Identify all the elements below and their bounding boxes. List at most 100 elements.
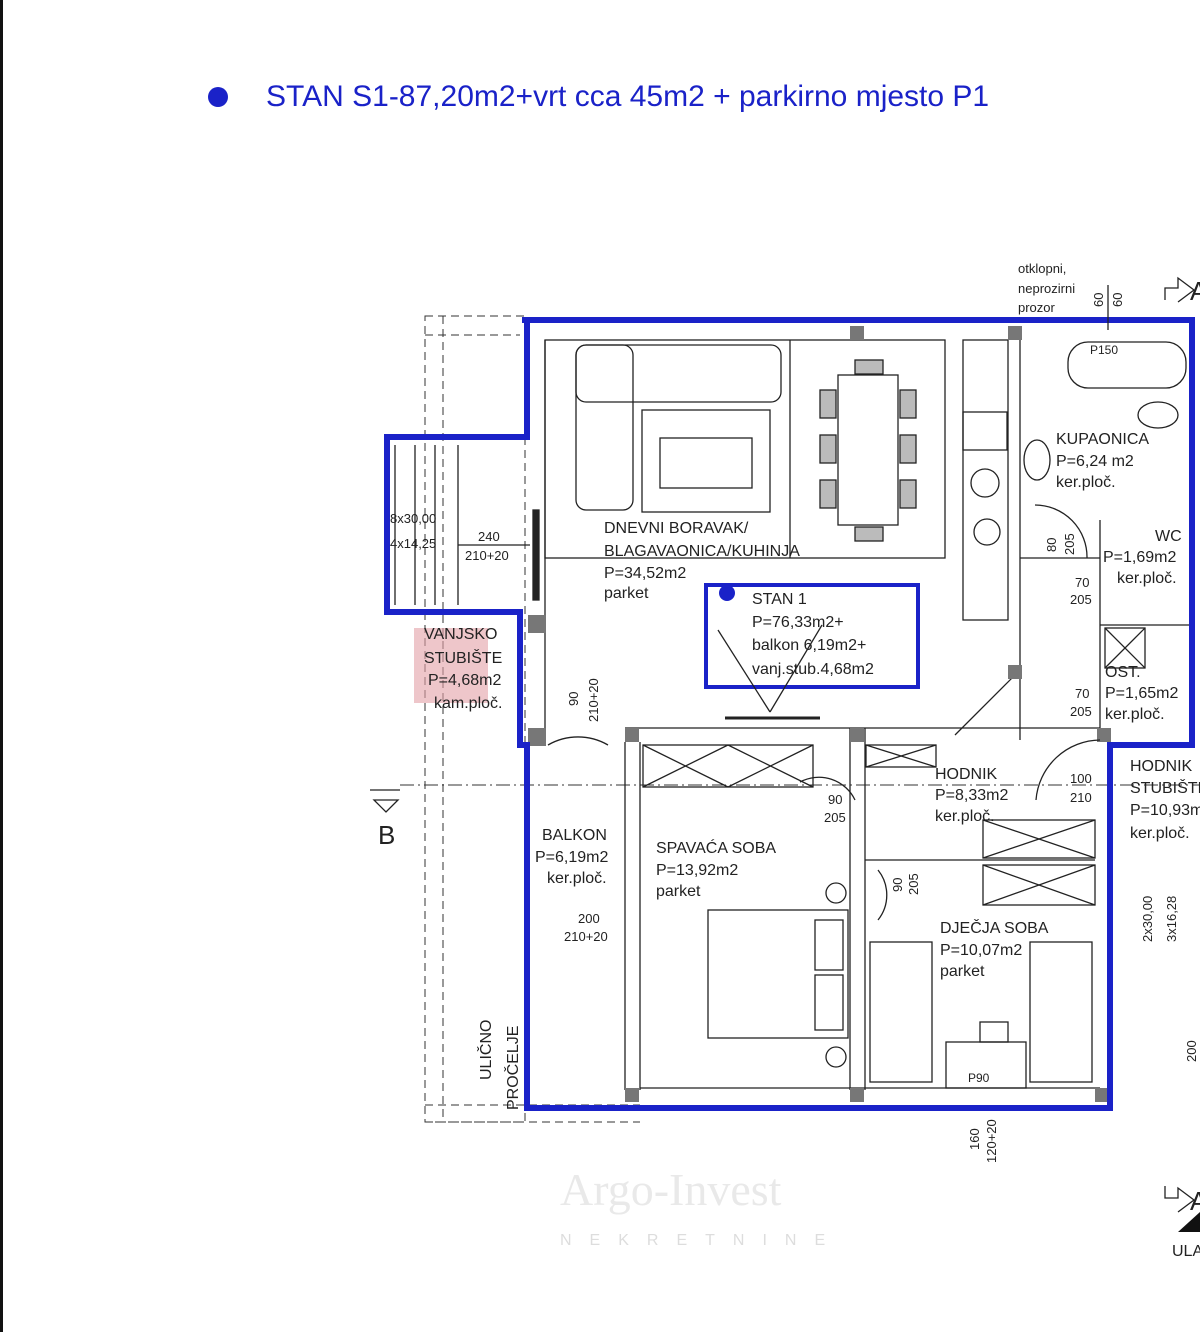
svg-text:P=13,92m2: P=13,92m2	[656, 862, 738, 879]
svg-text:70: 70	[1075, 686, 1089, 701]
kids-bed-left	[869, 941, 933, 1083]
svg-text:P=34,52m2: P=34,52m2	[604, 565, 686, 582]
svg-text:210+20: 210+20	[564, 929, 608, 944]
stan-box-text: STAN 1 P=76,33m2+ balkon 6,19m2+ vanj.st…	[752, 591, 874, 678]
svg-text:A: A	[1190, 1186, 1200, 1216]
svg-text:neprozirni: neprozirni	[1018, 281, 1075, 296]
section-mark-a-top: A	[1164, 276, 1200, 306]
svg-text:ker.ploč.: ker.ploč.	[935, 808, 995, 825]
interior-walls	[528, 326, 1190, 1102]
stove	[962, 411, 1008, 451]
svg-text:parket: parket	[604, 585, 649, 602]
svg-text:100: 100	[1070, 771, 1092, 786]
svg-text:DJEČJA SOBA: DJEČJA SOBA	[940, 918, 1049, 937]
svg-text:60: 60	[1110, 293, 1125, 307]
toilet	[1137, 401, 1179, 429]
svg-text:P=1,69m2: P=1,69m2	[1103, 549, 1176, 566]
svg-text:WC: WC	[1155, 528, 1182, 545]
svg-text:90: 90	[566, 692, 581, 706]
svg-text:ker.ploč.: ker.ploč.	[1117, 570, 1177, 587]
svg-text:P90: P90	[968, 1071, 990, 1085]
svg-text:ker.ploč.: ker.ploč.	[1056, 474, 1116, 491]
svg-text:ULIČNO: ULIČNO	[476, 1020, 495, 1080]
svg-text:8x30,00: 8x30,00	[390, 511, 436, 526]
svg-text:SPAVAĆA SOBA: SPAVAĆA SOBA	[656, 838, 776, 857]
room-storage: OST. P=1,65m2 ker.ploč.	[1105, 664, 1178, 723]
svg-text:parket: parket	[940, 963, 985, 980]
room-wc: WC P=1,69m2 ker.ploč.	[1103, 528, 1182, 587]
title-text: STAN S1-87,20m2+vrt cca 45m2 + parkirno …	[266, 80, 990, 113]
svg-text:P=76,33m2+: P=76,33m2+	[752, 614, 844, 631]
svg-text:P=10,07m2: P=10,07m2	[940, 942, 1022, 959]
svg-text:205: 205	[1070, 592, 1092, 607]
svg-text:ker.ploč.: ker.ploč.	[547, 870, 607, 887]
svg-text:210+20: 210+20	[586, 678, 601, 722]
svg-text:STAN 1: STAN 1	[752, 591, 807, 608]
svg-text:A: A	[1190, 276, 1200, 306]
room-hallway: HODNIK P=8,33m2 ker.ploč.	[935, 766, 1008, 825]
svg-text:200: 200	[578, 911, 600, 926]
room-external-stairs: VANJSKO STUBIŠTE P=4,68m2 kam.ploč.	[424, 626, 502, 712]
svg-text:2x30,00: 2x30,00	[1140, 896, 1155, 942]
svg-text:kam.ploč.: kam.ploč.	[434, 695, 502, 712]
room-bedroom: SPAVAĆA SOBA P=13,92m2 parket	[656, 838, 776, 900]
svg-text:240: 240	[478, 529, 500, 544]
svg-text:otklopni,: otklopni,	[1018, 261, 1066, 276]
svg-text:P=6,24 m2: P=6,24 m2	[1056, 453, 1134, 470]
dining-table	[837, 374, 899, 526]
svg-text:balkon 6,19m2+: balkon 6,19m2+	[752, 637, 866, 654]
rug	[641, 409, 771, 513]
svg-text:STUBIŠTE: STUBIŠTE	[1130, 778, 1200, 797]
washbasin	[1023, 439, 1051, 481]
kids-bed-right	[1029, 941, 1093, 1083]
svg-text:P150: P150	[1090, 343, 1118, 357]
page-edge	[0, 0, 3, 1332]
svg-text:160: 160	[967, 1128, 982, 1150]
svg-text:P=8,33m2: P=8,33m2	[935, 787, 1008, 804]
section-mark-a-bottom: A ULA	[1164, 1186, 1200, 1260]
watermark-logo	[414, 628, 488, 703]
section-mark-b: B	[370, 789, 400, 850]
svg-text:P=6,19m2: P=6,19m2	[535, 849, 608, 866]
svg-text:DNEVNI BORAVAK/: DNEVNI BORAVAK/	[604, 520, 749, 537]
svg-text:HODNIK: HODNIK	[935, 766, 998, 783]
svg-text:90: 90	[828, 792, 842, 807]
bathtub	[1067, 341, 1187, 389]
apartment-outline	[384, 317, 1195, 1111]
svg-text:parket: parket	[656, 883, 701, 900]
watermark-text: Argo-Invest	[560, 1164, 782, 1215]
svg-text:200: 200	[1184, 1040, 1199, 1062]
svg-text:P=1,65m2: P=1,65m2	[1105, 685, 1178, 702]
sink-round	[970, 468, 1000, 498]
svg-text:P=10,93m2: P=10,93m2	[1130, 802, 1200, 819]
svg-text:3x16,28: 3x16,28	[1164, 896, 1179, 942]
furniture	[547, 341, 1187, 1089]
svg-text:205: 205	[906, 873, 921, 895]
svg-text:90: 90	[890, 878, 905, 892]
svg-text:60: 60	[1091, 293, 1106, 307]
svg-text:80: 80	[1044, 538, 1059, 552]
room-hallway-stairs: HODNIK STUBIŠTE P=10,93m2 ker.ploč.	[1130, 758, 1200, 842]
svg-text:OST.: OST.	[1105, 664, 1141, 681]
svg-text:ker.ploč.: ker.ploč.	[1105, 706, 1165, 723]
svg-text:HODNIK: HODNIK	[1130, 758, 1193, 775]
svg-text:prozor: prozor	[1018, 300, 1056, 315]
bullet-icon	[208, 87, 228, 107]
svg-text:STUBIŠTE: STUBIŠTE	[424, 648, 502, 667]
facade-label: ULIČNO PROČELJE	[476, 1020, 522, 1110]
svg-text:ker.ploč.: ker.ploč.	[1130, 825, 1190, 842]
stan-marker-icon	[719, 585, 735, 601]
stan-summary-box	[704, 583, 920, 689]
svg-text:BALKON: BALKON	[542, 827, 607, 844]
svg-text:205: 205	[1070, 704, 1092, 719]
svg-text:B: B	[378, 820, 395, 850]
room-bathroom: KUPAONICA P=6,24 m2 ker.ploč.	[1056, 431, 1149, 491]
sofa	[575, 344, 782, 403]
svg-text:PROČELJE: PROČELJE	[503, 1026, 522, 1110]
door-arc	[547, 736, 609, 746]
bed	[707, 909, 849, 1039]
svg-text:KUPAONICA: KUPAONICA	[1056, 431, 1149, 448]
external-stairs	[394, 445, 540, 605]
svg-text:70: 70	[1075, 575, 1089, 590]
